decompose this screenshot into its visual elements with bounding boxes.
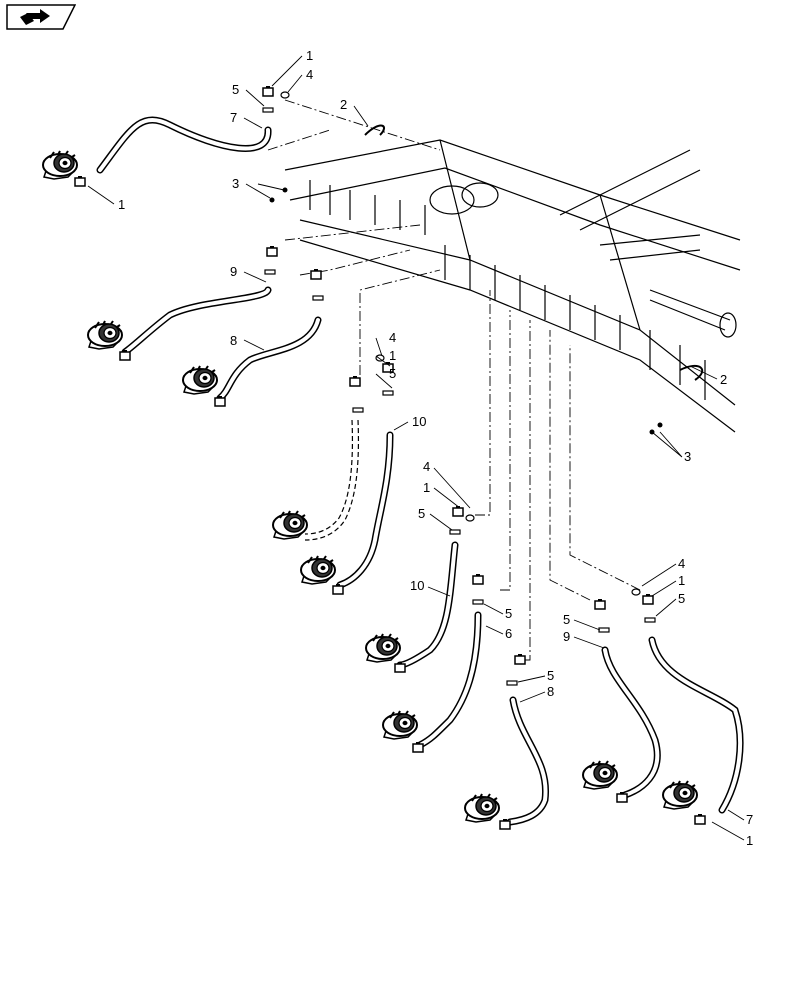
callout-1: 1	[678, 573, 685, 588]
phantom-hose	[304, 419, 360, 541]
callout-10: 10	[410, 578, 424, 593]
callout-5: 5	[389, 366, 396, 381]
callout-4: 4	[678, 556, 685, 571]
callout-1: 1	[118, 197, 125, 212]
callout-8: 8	[230, 333, 237, 348]
back-button[interactable]	[6, 4, 77, 30]
callout-10: 10	[412, 414, 426, 429]
back-arrow-icon	[6, 4, 77, 30]
callout-5: 5	[505, 606, 512, 621]
callout-1: 1	[389, 348, 396, 363]
washers	[280, 91, 641, 596]
seed-meters	[42, 150, 698, 823]
toolbar-frame	[284, 139, 741, 433]
callout-4: 4	[389, 330, 396, 345]
callout-5: 5	[418, 506, 425, 521]
callout-2: 2	[720, 372, 727, 387]
callout-2: 2	[340, 97, 347, 112]
callout-5: 5	[563, 612, 570, 627]
callout-3: 3	[684, 449, 691, 464]
callout-4: 4	[306, 67, 313, 82]
routing-leaders	[267, 99, 641, 661]
callout-5: 5	[547, 668, 554, 683]
u-bolt	[364, 124, 385, 136]
callout-5: 5	[232, 82, 239, 97]
callout-7: 7	[746, 812, 753, 827]
callout-4: 4	[423, 459, 430, 474]
callout-labels: 1 4 5 7 2 3 1 9 8 4 1 5 10 2 3 4 1 5 10 …	[118, 48, 753, 848]
callout-8: 8	[547, 684, 554, 699]
bolts	[269, 187, 663, 435]
callout-5: 5	[678, 591, 685, 606]
callout-1: 1	[423, 480, 430, 495]
u-bolt	[679, 364, 704, 381]
callout-1: 1	[306, 48, 313, 63]
callout-9: 9	[230, 264, 237, 279]
callout-leaders	[87, 55, 745, 841]
callout-1: 1	[746, 833, 753, 848]
callout-7: 7	[230, 110, 237, 125]
callout-3: 3	[232, 176, 239, 191]
callout-6: 6	[505, 626, 512, 641]
hose-clamps	[262, 107, 656, 686]
callout-9: 9	[563, 629, 570, 644]
